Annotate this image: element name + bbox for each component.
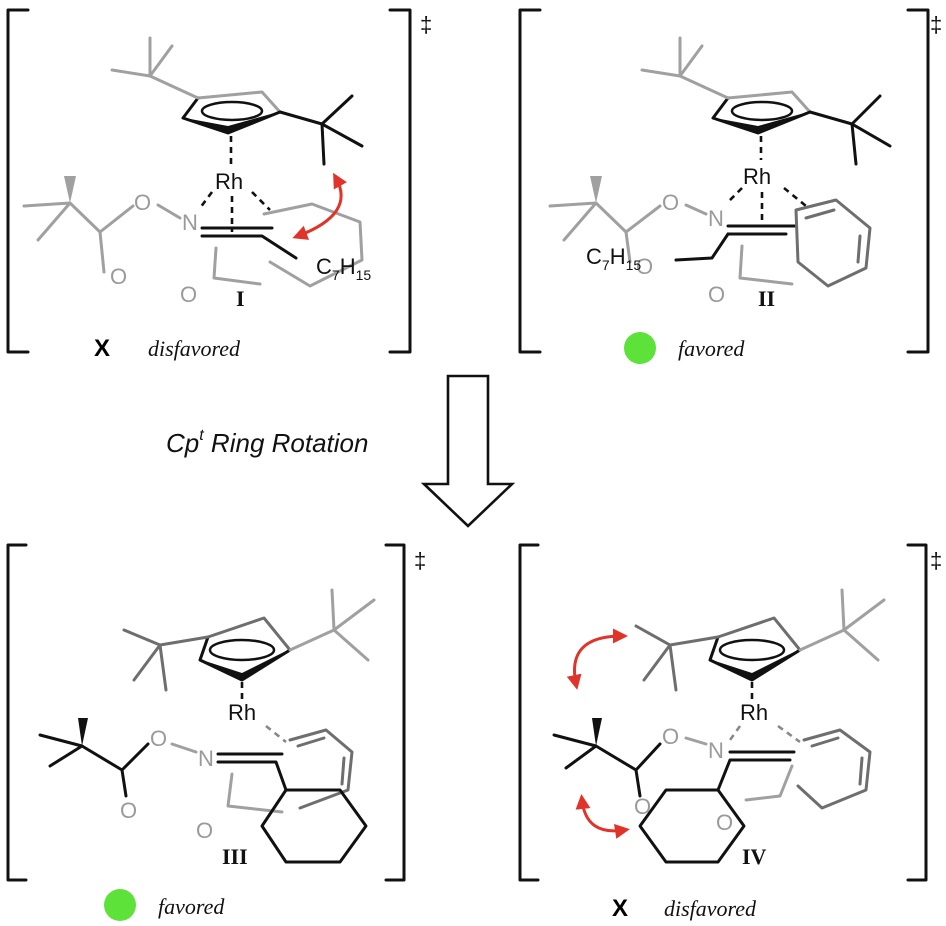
steric-clash-arrow-bottom	[575, 794, 630, 839]
svg-text:Rh: Rh	[740, 700, 768, 725]
steric-clash-arrow	[292, 172, 347, 240]
svg-text:O: O	[662, 190, 679, 215]
svg-text:O: O	[662, 724, 679, 749]
ts-double-dagger: ‡	[420, 12, 432, 37]
svg-text:O: O	[180, 282, 197, 307]
svg-text:O: O	[134, 190, 151, 215]
structure-I: ‡ Rh O O N O C7H15	[6, 8, 432, 362]
svg-text:Rh: Rh	[743, 164, 771, 189]
compound-numeral: III	[222, 844, 248, 869]
substituent-label: C7H15	[316, 254, 371, 283]
structure-IV: ‡ Rh O O N O IV X disfavored	[518, 543, 942, 922]
verdict-label: disfavored	[664, 896, 757, 921]
green-dot	[624, 332, 656, 364]
structure-II: ‡ Rh O O N O C7H15 II favored	[518, 8, 942, 364]
svg-text:Rh: Rh	[228, 700, 256, 725]
svg-text:O: O	[120, 798, 137, 823]
green-dot	[104, 889, 136, 921]
cp-ring	[634, 588, 886, 692]
structure-III: ‡ Rh O O N O III favored	[6, 543, 426, 921]
compound-numeral: II	[758, 286, 775, 311]
bracket-right	[906, 543, 928, 882]
ring-rotation-transition: Cpt Ring Rotation	[166, 374, 516, 528]
svg-text:O: O	[634, 794, 651, 819]
cyclohexyl	[260, 788, 368, 864]
bracket-left	[6, 543, 28, 882]
svg-text:O: O	[636, 254, 653, 279]
svg-text:O: O	[150, 726, 167, 751]
ts-double-dagger: ‡	[930, 548, 942, 573]
svg-text:O: O	[716, 810, 733, 835]
verdict-label: favored	[158, 894, 225, 919]
rh-label: Rh	[215, 169, 243, 194]
verdict-label: favored	[678, 336, 745, 361]
bracket-right	[388, 8, 412, 354]
ts-double-dagger: ‡	[930, 12, 942, 37]
svg-text:N: N	[182, 210, 198, 235]
cp-ring	[122, 588, 376, 692]
verdict-label: disfavored	[148, 336, 241, 361]
bracket-left	[6, 8, 30, 354]
substituent-label: C7H15	[586, 244, 641, 273]
svg-text:O: O	[110, 264, 127, 289]
cp-ring	[640, 36, 892, 166]
ts-double-dagger: ‡	[414, 548, 426, 573]
svg-text:N: N	[708, 738, 724, 763]
bracket-right	[384, 543, 406, 882]
x-mark: X	[94, 335, 110, 362]
bracket-left	[518, 543, 540, 882]
cyclohexyl	[638, 788, 746, 864]
down-arrow	[420, 374, 516, 528]
steric-clash-arrow-top	[566, 628, 628, 690]
cp-ring	[110, 36, 364, 166]
svg-text:O: O	[708, 282, 725, 307]
compound-numeral: IV	[742, 844, 767, 869]
svg-text:O: O	[196, 818, 213, 843]
bracket-left	[518, 8, 542, 354]
transition-label: Cpt Ring Rotation	[166, 427, 368, 458]
svg-text:N: N	[198, 746, 214, 771]
svg-text:N: N	[708, 206, 724, 231]
x-mark: X	[612, 895, 628, 922]
compound-numeral: I	[236, 286, 245, 311]
bracket-right	[906, 8, 930, 354]
